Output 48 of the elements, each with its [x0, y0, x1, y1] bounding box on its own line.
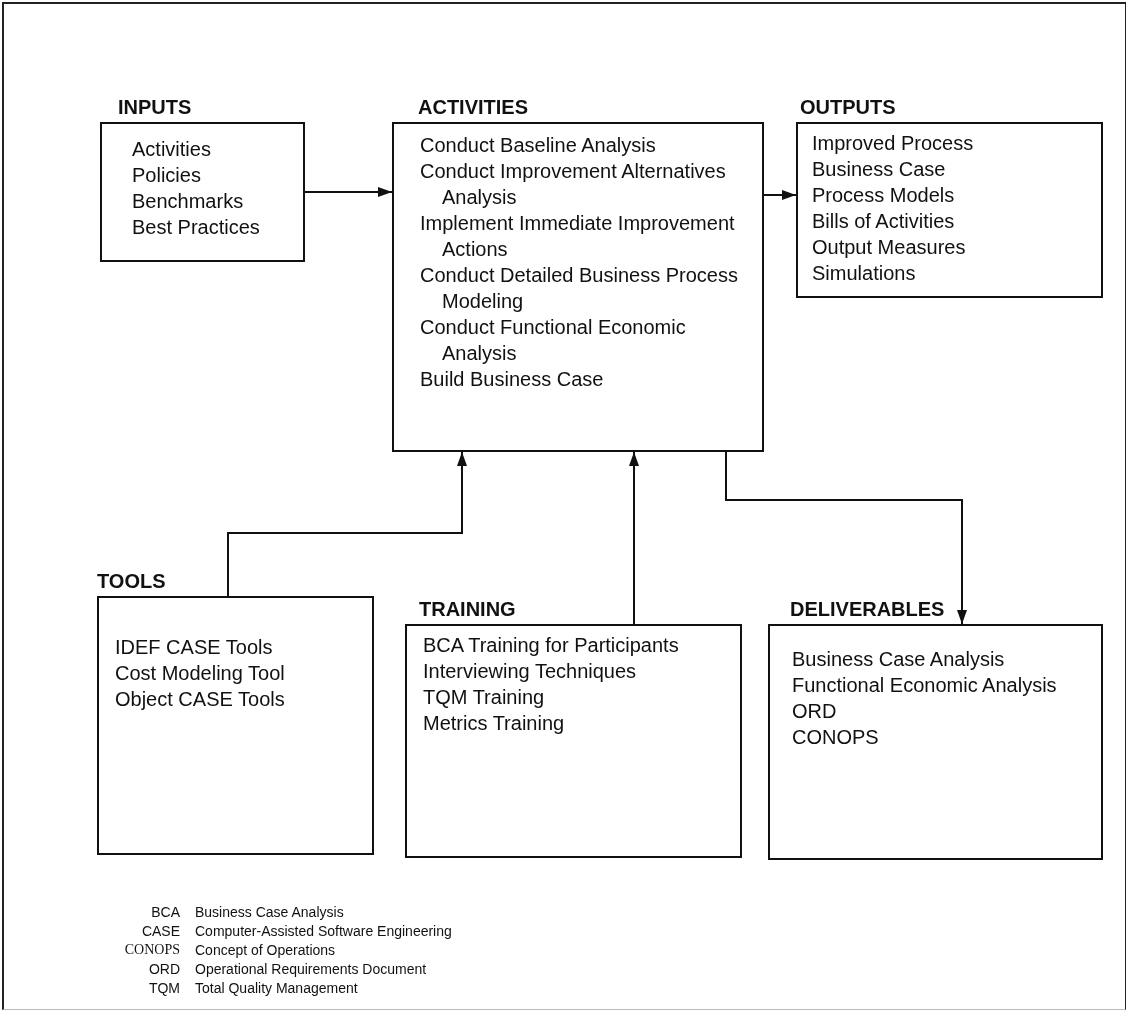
box-heading: INPUTS [118, 96, 193, 120]
list-item: Output Measures [812, 235, 967, 260]
list-item: Business Case Analysis [792, 647, 1006, 672]
abbreviation-definition: Concept of Operations [195, 942, 336, 958]
list-item: Conduct Functional Economic Analysis [420, 315, 687, 366]
list-item: Conduct Improvement Alternatives Analysis [420, 159, 727, 210]
list-item: Policies [132, 163, 202, 188]
arrow [304, 187, 393, 197]
list-item: Functional Economic Analysis [792, 673, 1058, 698]
abbreviation: ORD [147, 961, 180, 977]
list-item: Conduct Baseline Analysis [420, 133, 657, 158]
list-item: Activities [132, 137, 212, 162]
list-item: Simulations [812, 261, 917, 286]
list-item: Implement Immediate Improvement Actions [420, 211, 736, 262]
list-item: ORD [792, 699, 838, 724]
list-item: IDEF CASE Tools [115, 635, 274, 660]
list-item: Process Models [812, 183, 956, 208]
list-item: Cost Modeling Tool [115, 661, 286, 686]
box-heading: DELIVERABLES [790, 598, 946, 622]
abbreviation: TQM [147, 980, 180, 996]
list-item: Bills of Activities [812, 209, 956, 234]
abbreviation: BCA [150, 904, 180, 920]
arrow [763, 190, 797, 200]
list-item: Business Case [812, 157, 947, 182]
arrow [629, 451, 639, 625]
list-item: TQM Training [423, 685, 546, 710]
list-item: Best Practices [132, 215, 261, 240]
abbreviation-definition: Total Quality Management [195, 980, 358, 996]
box-heading: TOOLS [97, 570, 167, 594]
abbreviation: CONOPS [123, 942, 180, 958]
list-item: Object CASE Tools [115, 687, 286, 712]
abbreviation-definition: Operational Requirements Document [195, 961, 427, 977]
list-item: Benchmarks [132, 189, 245, 214]
list-item: Interviewing Techniques [423, 659, 638, 684]
arrow [227, 451, 467, 597]
abbreviation-definition: Computer-Assisted Software Engineering [195, 923, 452, 939]
list-item: Metrics Training [423, 711, 566, 736]
abbreviation: CASE [140, 923, 180, 939]
list-item: BCA Training for Participants [423, 633, 680, 658]
box-heading: OUTPUTS [800, 96, 897, 120]
box-heading: TRAINING [419, 598, 517, 622]
list-item: Build Business Case [420, 367, 605, 392]
list-item: CONOPS [792, 725, 880, 750]
arrow [725, 451, 967, 625]
list-item: Improved Process [812, 131, 975, 156]
abbreviation-definition: Business Case Analysis [195, 904, 344, 920]
box-heading: ACTIVITIES [418, 96, 529, 120]
list-item: Conduct Detailed Business Process Modeling [420, 263, 739, 314]
